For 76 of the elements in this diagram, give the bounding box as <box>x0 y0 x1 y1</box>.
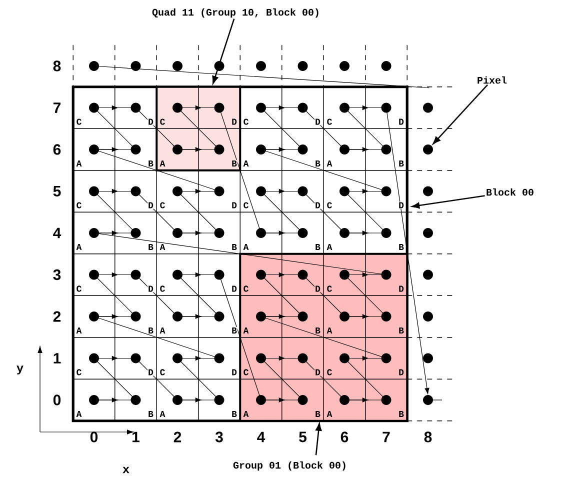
axis-label: y <box>16 366 24 374</box>
axis-number: 3 <box>215 432 223 442</box>
callout-label: Pixel <box>478 76 507 84</box>
pixel-letter: B <box>398 326 405 334</box>
axis-number: 7 <box>53 102 61 113</box>
pixel-letter: C <box>242 202 250 209</box>
pixel-letter: D <box>314 202 322 209</box>
pixel-letter: B <box>230 243 238 251</box>
axis-number: 0 <box>53 394 61 406</box>
pixel-letter: A <box>76 160 82 168</box>
pixel-letter: B <box>147 243 154 251</box>
leader-arrow <box>432 84 488 144</box>
axis-number: 6 <box>53 144 61 155</box>
pixel-letter: C <box>326 368 333 376</box>
pixel-letter: B <box>314 410 322 418</box>
pixel-letter: C <box>76 202 82 209</box>
callout-label: Quad 11 (Group 10, Block 00) <box>152 8 318 18</box>
pixel-letter: B <box>398 160 405 168</box>
pixel-letter: B <box>230 326 238 334</box>
pixel-letter: A <box>76 410 82 418</box>
leader-arrow <box>412 195 485 209</box>
pixel-dot <box>423 144 433 154</box>
pixel-letter: C <box>326 202 333 209</box>
axis-number: 8 <box>53 60 61 72</box>
pixel-letter: A <box>76 243 82 251</box>
pixel-letter: A <box>76 326 82 334</box>
pixel-letter: B <box>398 243 405 251</box>
pixel-letter: C <box>326 118 333 126</box>
pixel-letter: D <box>230 202 238 209</box>
pixel-letter: D <box>230 285 238 292</box>
pixel-letter: D <box>147 202 154 209</box>
pixel-letter: B <box>147 160 154 168</box>
pixel-letter: C <box>242 368 250 376</box>
pixel-letter: D <box>147 368 154 376</box>
callout-label: Block 00 <box>486 188 534 196</box>
pixel-letter: A <box>159 243 166 251</box>
pixel-letter: D <box>147 285 154 292</box>
callout-label: Group 01 (Block 00) <box>233 461 346 471</box>
axis-number: 1 <box>132 432 140 442</box>
pixel-letter: C <box>159 118 166 126</box>
pixel-letter: D <box>314 118 322 126</box>
pixel-letter: D <box>398 202 405 209</box>
pixel-letter: A <box>326 160 333 168</box>
axis-number: 4 <box>53 228 62 238</box>
pixel-letter: C <box>76 368 82 376</box>
pixel-letter: B <box>230 160 238 168</box>
pixel-letter: C <box>76 285 82 292</box>
axis-number: 0 <box>90 432 98 442</box>
pixel-letter: C <box>76 118 82 126</box>
axis-number: 3 <box>53 269 61 280</box>
pixel-letter: B <box>314 326 322 334</box>
pixel-letter: B <box>230 410 238 418</box>
pixel-letter: B <box>314 243 322 251</box>
leader-arrow <box>212 18 235 84</box>
pixel-letter: C <box>159 202 166 209</box>
axis-number: 1 <box>54 353 61 364</box>
pixel-letter: A <box>159 410 166 418</box>
pixel-letter: D <box>147 118 154 126</box>
pixel-letter: D <box>230 368 238 376</box>
pixel-letter: B <box>314 160 322 168</box>
axis-number: 2 <box>53 311 61 322</box>
axis-number: 5 <box>299 432 306 442</box>
axis-label: x <box>122 466 130 474</box>
leader-arrow <box>315 423 322 456</box>
axis-number: 2 <box>174 432 182 442</box>
pixel-letter: C <box>159 285 166 292</box>
pixel-letter: B <box>147 410 154 418</box>
pixel-letter: A <box>159 326 166 334</box>
axis-number: 5 <box>53 186 61 196</box>
pixel-letter: B <box>398 410 405 418</box>
pixel-letter: B <box>147 326 154 334</box>
pixel-letter: C <box>159 368 166 376</box>
pixel-letter: C <box>242 285 250 292</box>
axis-number: 8 <box>424 432 432 442</box>
pixel-letter: C <box>326 285 333 292</box>
pixel-letter: D <box>398 118 405 126</box>
